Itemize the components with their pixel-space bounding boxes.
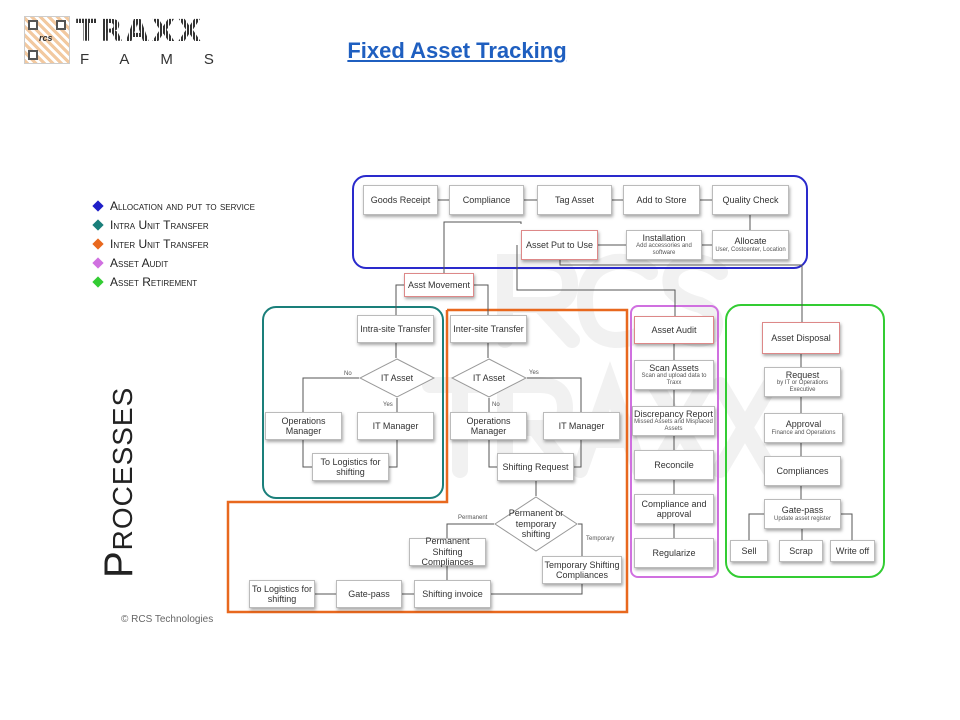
legend-item: Asset Retirement <box>92 272 255 291</box>
add-to-store-step: Add to Store <box>623 185 700 215</box>
intra-site-transfer-step: Intra-site Transfer <box>357 315 434 343</box>
permanent-label: Permanent <box>458 515 488 521</box>
regularize-step: Regularize <box>634 538 714 568</box>
brand-sub: FAMS <box>80 51 245 68</box>
footer-copyright: © RCS Technologies <box>121 614 214 625</box>
inter-it-asset-decision: IT Asset <box>451 358 527 398</box>
no-label: No <box>344 371 352 377</box>
asset-disposal-step: Asset Disposal <box>762 322 840 354</box>
temporary-shifting-compliances-step: Temporary Shifting Compliances <box>542 556 622 584</box>
shifting-type-decision: Permanent or temporary shifting <box>494 496 578 552</box>
permanent-shifting-compliances-step: Permanent Shifting Compliances <box>409 536 486 567</box>
compliances-step: Compliances <box>764 456 841 486</box>
legend-item: Inter Unit Transfer <box>92 234 255 253</box>
sell-step: Sell <box>730 540 768 562</box>
yes-label: Yes <box>529 370 539 376</box>
asset-put-to-use-step: Asset Put to Use <box>521 230 598 260</box>
temporary-label: Temporary <box>586 536 615 542</box>
operations-manager-step: Operations Manager <box>265 412 342 440</box>
inter-site-transfer-step: Inter-site Transfer <box>450 315 527 343</box>
operations-manager-step: Operations Manager <box>450 412 527 440</box>
compliance-step: Compliance <box>449 185 524 215</box>
page-title[interactable]: Fixed Asset Tracking <box>347 38 567 63</box>
to-logistics-step: To Logistics for shifting <box>249 580 315 608</box>
asset-audit-step: Asset Audit <box>634 316 714 344</box>
it-manager-step: IT Manager <box>543 412 620 440</box>
qr-logo-icon: rcs <box>24 16 70 64</box>
reconcile-step: Reconcile <box>634 450 714 480</box>
intra-transfer-group <box>262 306 444 499</box>
intra-it-asset-decision: IT Asset <box>359 358 435 398</box>
asset-movement-step: Asst Movement <box>404 273 474 297</box>
to-logistics-step: To Logistics for shifting <box>312 453 389 481</box>
gate-pass-step: Gate-pass <box>336 580 402 608</box>
brand-name: TRAXX <box>76 14 205 49</box>
quality-check-step: Quality Check <box>712 185 789 215</box>
it-manager-step: IT Manager <box>357 412 434 440</box>
legend-item: Allocation and put to service <box>92 196 255 215</box>
write-off-step: Write off <box>830 540 875 562</box>
goods-receipt-step: Goods Receipt <box>363 185 438 215</box>
scrap-step: Scrap <box>779 540 823 562</box>
yes-label: Yes <box>383 402 393 408</box>
traxx-fams-logo: rcs TRAXX FAMS <box>24 16 214 70</box>
shifting-invoice-step: Shifting invoice <box>414 580 491 608</box>
tag-asset-step: Tag Asset <box>537 185 612 215</box>
legend-item: Intra Unit Transfer <box>92 215 255 234</box>
legend-item: Asset Audit <box>92 253 255 272</box>
inter-transfer-group <box>226 308 629 614</box>
legend: Allocation and put to service Intra Unit… <box>92 196 255 291</box>
shifting-request-step: Shifting Request <box>497 453 574 481</box>
no-label: No <box>492 402 500 408</box>
allocation-group <box>352 175 808 269</box>
retirement-group <box>725 304 885 578</box>
compliance-approval-step: Compliance and approval <box>634 494 714 524</box>
